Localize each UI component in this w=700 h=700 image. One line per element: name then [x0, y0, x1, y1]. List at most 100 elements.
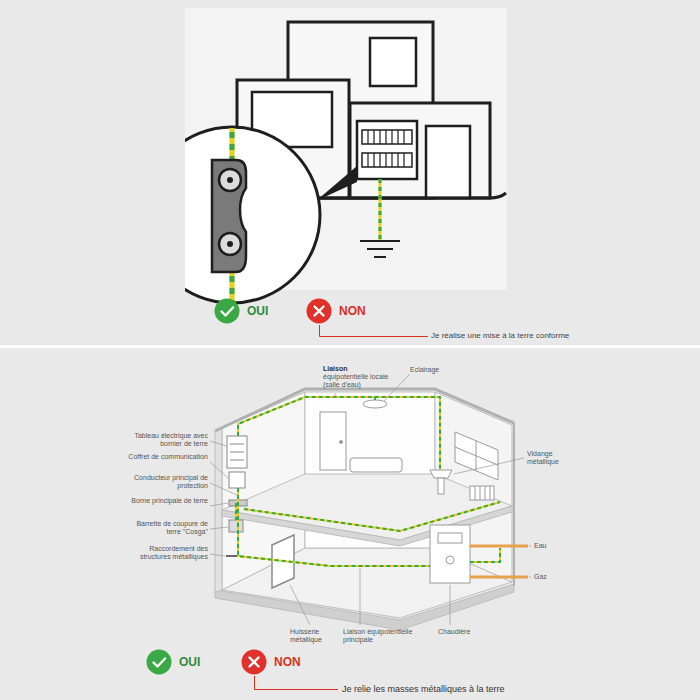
badge-icon	[146, 649, 172, 675]
room-fixtures	[438, 533, 462, 543]
leader-line	[210, 554, 225, 556]
electrical-panel	[316, 121, 417, 201]
room-fixtures	[455, 447, 498, 465]
earth-devices	[229, 520, 243, 532]
house-cutaway	[215, 389, 514, 431]
badge-circle	[307, 299, 332, 324]
part-label: Vidange métallique	[527, 450, 582, 467]
equipotential-bond	[235, 503, 237, 520]
magnifier	[212, 120, 246, 310]
part-label: Barrette de coupure de terre "Cosga"	[128, 520, 208, 537]
equipotential-bond	[236, 397, 500, 566]
leader-line	[210, 462, 228, 478]
caption-note: Je relie les masses métalliques à la ter…	[342, 684, 612, 695]
badge-label: OUI	[179, 655, 200, 669]
equipotential-bond	[470, 548, 500, 562]
equipotential-bond	[238, 488, 430, 566]
part-label: Chaudière	[438, 628, 493, 636]
equipotential-bond	[244, 502, 500, 531]
part-label: Raccordement des structures métalliques	[128, 545, 208, 562]
equipotential-bond	[238, 488, 430, 566]
earth-symbol	[374, 256, 386, 258]
caption-note: Je réalise une mise à la terre conforme	[431, 331, 661, 341]
magnifier	[212, 160, 246, 272]
electrical-panel	[357, 121, 417, 179]
part-label: Coffret de communication	[128, 453, 208, 461]
separator	[0, 345, 700, 348]
cross-mark	[250, 658, 259, 667]
leader-line	[255, 676, 339, 690]
house-outline	[350, 103, 490, 198]
earth-devices	[229, 472, 245, 488]
equipotential-bond	[236, 397, 500, 566]
check-mark	[154, 659, 166, 667]
earth-symbol	[360, 240, 400, 242]
room-fixtures	[363, 400, 387, 408]
house-outline	[370, 38, 416, 86]
house-outline	[426, 126, 470, 198]
part-label: équipotentielle locale (salle d'eau)	[323, 373, 407, 390]
leader-line	[320, 325, 429, 337]
earth-devices	[230, 444, 244, 460]
earth-conductor	[379, 179, 382, 240]
yes-badge: OUI	[146, 649, 200, 675]
room-fixtures	[350, 458, 402, 472]
leader-line	[454, 458, 524, 474]
magnifier	[219, 233, 241, 255]
panel-background	[0, 0, 700, 345]
water-gas-pipe	[470, 576, 528, 579]
part-label: Eclairage	[410, 366, 460, 374]
separator	[0, 345, 700, 348]
leader-line	[320, 325, 429, 337]
badge-circle	[147, 650, 172, 675]
earth-symbol	[367, 248, 393, 250]
room-fixtures	[430, 470, 452, 478]
yes-badge: OUI	[214, 298, 268, 324]
room-fixtures	[446, 556, 454, 564]
equipotential-bond	[470, 548, 500, 562]
part-label: Liaison	[323, 365, 383, 373]
badge-circle	[242, 650, 267, 675]
part-label: Conducteur principal de protection	[128, 474, 208, 491]
leader-line	[450, 585, 451, 625]
water-gas-pipe	[470, 545, 528, 548]
equipotential-bond	[235, 503, 237, 520]
earth-conductor	[379, 179, 382, 240]
electrical-panel	[316, 166, 357, 201]
leader-line	[210, 527, 228, 529]
part-label: Huisserie métallique	[290, 628, 340, 645]
leader-line	[360, 568, 361, 625]
magnifier	[227, 177, 233, 183]
badge-label: NON	[274, 655, 301, 669]
panel-background	[0, 0, 700, 345]
room-fixtures	[470, 486, 494, 500]
leader-line	[529, 577, 531, 578]
leader-line	[290, 585, 310, 625]
no-badge: NON	[241, 649, 301, 675]
leader-line	[335, 393, 336, 398]
equipotential-bond	[236, 397, 500, 566]
magnifier	[185, 120, 320, 310]
leader-line	[210, 441, 226, 446]
earth-conductor	[380, 179, 381, 240]
part-label: Liaison équipotentielle principale	[343, 628, 431, 645]
part-label: Tableau électrique avec bornier de terre	[128, 432, 208, 449]
badge-icon	[214, 298, 240, 324]
leader-line	[255, 676, 339, 690]
cross-mark	[315, 307, 324, 316]
earth-devices	[226, 436, 247, 556]
magnifier	[227, 241, 233, 247]
room-fixtures	[438, 478, 444, 494]
room-fixtures	[272, 400, 498, 588]
electrical-panel	[368, 130, 404, 167]
no-badge: NON	[306, 298, 366, 324]
leader-line	[210, 374, 531, 625]
badge-label: OUI	[247, 304, 268, 318]
badge-label: NON	[339, 304, 366, 318]
room-fixtures	[320, 412, 346, 470]
badge-circle	[215, 299, 240, 324]
equipotential-bond	[374, 397, 376, 400]
earth-symbol	[360, 241, 400, 257]
